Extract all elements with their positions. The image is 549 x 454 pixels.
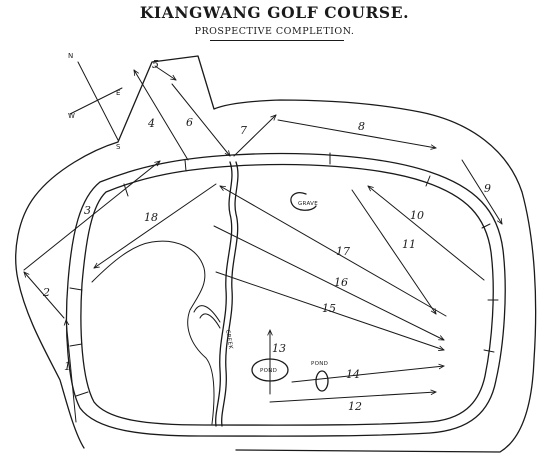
pond-small-label: POND bbox=[311, 361, 328, 367]
compass-west: W bbox=[68, 112, 75, 120]
grave-marker bbox=[290, 192, 317, 211]
map-title: KIANGWANG GOLF COURSE. bbox=[139, 3, 410, 22]
compass-south: S bbox=[116, 143, 121, 151]
hole-label-3: 3 bbox=[84, 204, 91, 217]
hole-label-7: 7 bbox=[240, 124, 247, 137]
hole-label-6: 6 bbox=[186, 116, 193, 129]
hole-label-15: 15 bbox=[322, 302, 336, 315]
hole-label-11: 11 bbox=[402, 238, 416, 251]
map-subtitle: PROSPECTIVE COMPLETION. bbox=[194, 26, 355, 37]
compass-north: N bbox=[68, 52, 73, 60]
compass-rose bbox=[69, 61, 123, 141]
hole-5-line bbox=[154, 65, 176, 80]
hole-6-line bbox=[171, 83, 230, 156]
subtitle-underline bbox=[210, 40, 344, 41]
hole-17-line bbox=[220, 186, 447, 317]
hole-14-line bbox=[291, 366, 444, 383]
hole-label-16: 16 bbox=[334, 276, 348, 289]
creek-branch bbox=[193, 305, 221, 329]
hole-label-18: 18 bbox=[144, 211, 158, 224]
grave-label: GRAVE bbox=[298, 201, 318, 207]
property-boundary bbox=[15, 55, 537, 453]
creek-label: CREEK bbox=[224, 329, 233, 350]
hole-7-line bbox=[233, 115, 276, 157]
hole-label-10: 10 bbox=[410, 209, 424, 222]
pond-main-label: POND bbox=[260, 368, 277, 374]
road-inner-line bbox=[80, 163, 494, 426]
hole-9-line bbox=[461, 159, 502, 224]
hole-label-2: 2 bbox=[42, 286, 50, 299]
hole-10-line bbox=[368, 186, 485, 281]
hole-16-line bbox=[213, 225, 444, 341]
hole-label-12: 12 bbox=[348, 400, 362, 413]
hole-label-5: 5 bbox=[152, 58, 159, 71]
hole-11-line bbox=[351, 189, 436, 314]
hole-lines bbox=[23, 65, 502, 423]
hole-label-9: 9 bbox=[484, 182, 491, 195]
hole-label-13: 13 bbox=[272, 342, 286, 355]
hole-18-line bbox=[94, 183, 217, 268]
creek-line-b bbox=[221, 161, 239, 427]
pond-small-outline bbox=[315, 370, 329, 392]
hole-label-8: 8 bbox=[358, 120, 365, 133]
hole-label-14: 14 bbox=[346, 368, 360, 381]
hole-8-line bbox=[277, 119, 436, 148]
hole-3-line bbox=[23, 161, 160, 271]
road-ticks bbox=[69, 152, 499, 397]
creek-line-a bbox=[215, 161, 233, 427]
hole-label-4: 4 bbox=[147, 117, 155, 130]
hole-15-line bbox=[215, 271, 444, 350]
hole-label-1: 1 bbox=[64, 360, 71, 373]
hole-label-17: 17 bbox=[336, 245, 350, 258]
lake-shore bbox=[91, 240, 215, 425]
compass-east: E bbox=[116, 89, 120, 97]
road-outer-line bbox=[65, 152, 506, 437]
hole-4-line bbox=[134, 70, 189, 161]
hole-2-line bbox=[24, 272, 65, 319]
hole-1-line bbox=[66, 320, 77, 423]
hole-12-line bbox=[269, 392, 436, 403]
